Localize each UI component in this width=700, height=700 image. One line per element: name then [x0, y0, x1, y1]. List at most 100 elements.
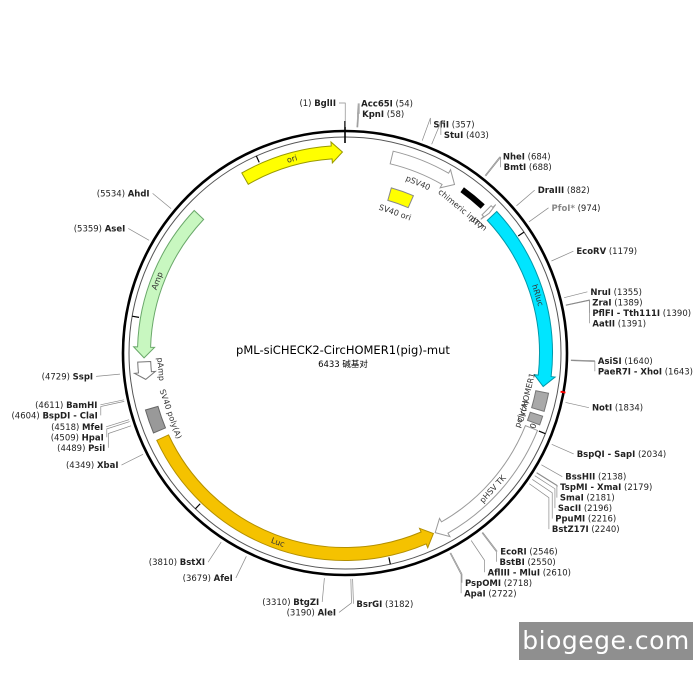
site-label: KpnI (58) — [362, 110, 404, 120]
site-name: HpaI — [82, 433, 104, 443]
site-leader-line — [482, 532, 498, 552]
site-leader-line — [235, 556, 247, 579]
site-leader-line — [570, 360, 596, 372]
site-label: (3679) AfeI — [183, 574, 233, 584]
scale-tick-mark — [255, 155, 260, 163]
feature-pHSV-TK — [434, 424, 539, 538]
scale-tick-mark — [538, 430, 546, 435]
site-name: BmtI — [504, 163, 527, 173]
site-name: AatII — [592, 319, 615, 329]
backbone — [121, 121, 569, 577]
feature-pAmp — [132, 360, 157, 380]
site-name: BamHI — [66, 401, 97, 411]
site-leader-line — [536, 472, 558, 498]
site-name: NheI — [503, 153, 525, 163]
site-label: (4729) SspI — [42, 372, 93, 382]
site-name: PflFI - Tth111I — [592, 309, 660, 319]
feature-pSV40 — [389, 150, 456, 189]
site-label: PspOMI (2718) — [465, 579, 532, 589]
site-leader-line — [470, 540, 485, 573]
site-position: (2034) — [638, 450, 666, 460]
site-position: (2138) — [598, 473, 626, 483]
site-position: (5534) — [97, 189, 125, 199]
site-label: (4349) XbaI — [66, 461, 119, 471]
site-leader-line — [100, 399, 124, 406]
site-label: EcoRV (1179) — [576, 247, 637, 257]
site-position: (4489) — [57, 444, 85, 454]
site-label: ZraI (1389) — [592, 298, 642, 308]
site-name: SspI — [73, 372, 93, 382]
site-position: (3182) — [385, 600, 413, 610]
site-position: (688) — [529, 163, 552, 173]
site-position: (2240) — [591, 525, 619, 535]
site-label: PflFI - Tth111I (1390) — [592, 309, 691, 319]
site-leader-line — [100, 401, 125, 416]
site-name: ApaI — [464, 589, 486, 599]
site-position: (1391) — [618, 319, 646, 329]
feature-SV40-polyA — [144, 405, 167, 434]
site-leader-line — [570, 359, 595, 362]
site-position: (2196) — [584, 504, 612, 514]
feature-label-polyA-1: poly(A) — [513, 399, 531, 429]
site-leader-line — [565, 402, 590, 409]
feature-CircHOMER1 — [531, 390, 550, 412]
feature-Amp — [132, 209, 205, 359]
site-name: AsiSI — [598, 357, 622, 367]
site-label: ApaI (2722) — [464, 589, 517, 599]
site-name: Acc65I — [361, 99, 393, 109]
site-label: Acc65I (54) — [361, 99, 413, 109]
site-position: (403) — [466, 131, 489, 141]
feature-label-pAmp: pAmp — [155, 357, 166, 381]
site-name: PsiI — [88, 444, 105, 454]
site-label: (4509) HpaI — [51, 433, 104, 443]
site-label: NruI (1355) — [590, 288, 642, 298]
site-name: SacII — [558, 504, 581, 514]
site-name: BspQI - SapI — [577, 450, 636, 460]
feature-Luc — [156, 434, 435, 561]
site-label: NotI (1834) — [592, 404, 643, 414]
site-leader-line — [356, 103, 359, 128]
site-position: (1834) — [615, 404, 643, 414]
site-position: (58) — [387, 110, 404, 120]
site-leader-line — [565, 299, 590, 313]
site-label: (4611) BamHI — [35, 401, 97, 411]
site-label: BmtI (688) — [504, 163, 552, 173]
site-position: (2179) — [624, 483, 652, 493]
site-name: BsrGI — [356, 600, 382, 610]
site-position: (54) — [396, 99, 413, 109]
feature-ori — [241, 140, 344, 185]
plasmid-name: pML-siCHECK2-CircHOMER1(pig)-mut — [236, 343, 450, 357]
site-leader-line — [485, 156, 501, 177]
site-label: PpuMI (2216) — [555, 515, 616, 525]
site-label: StuI (403) — [444, 131, 489, 141]
plasmid-length: 6433 碱基对 — [318, 359, 368, 370]
feature-label-SV40-polyA: SV40 poly(A) — [158, 388, 184, 440]
site-leader-line — [450, 552, 463, 583]
site-name: MfeI — [82, 423, 103, 433]
site-name: AfeI — [214, 574, 233, 584]
site-label: (5359) AseI — [74, 224, 126, 234]
site-position: (882) — [567, 186, 590, 196]
site-position: (4729) — [42, 372, 70, 382]
watermark: biogege.com — [519, 622, 693, 660]
site-label: BstZ17I (2240) — [552, 525, 620, 535]
site-leader-line — [352, 578, 354, 604]
site-name: BspDI - ClaI — [42, 411, 97, 421]
site-label: (3190) AleI — [287, 608, 336, 618]
site-position: (1389) — [614, 298, 642, 308]
site-position: (4349) — [66, 461, 94, 471]
site-leader-line — [449, 552, 462, 594]
site-leader-line — [484, 156, 501, 176]
site-name: NotI — [592, 404, 612, 414]
site-label: BspQI - SapI (2034) — [577, 450, 667, 460]
site-name: BglII — [314, 99, 336, 109]
site-label: (3310) BtgZI — [262, 598, 319, 608]
site-label: AatII (1391) — [592, 319, 646, 329]
site-leader-line — [339, 102, 346, 128]
scale-tick-mark — [517, 231, 525, 237]
site-leader-line — [534, 475, 556, 509]
feature-SV40-ori — [387, 187, 415, 209]
site-leader-line — [528, 207, 549, 223]
site-label: (4489) PsiI — [57, 444, 105, 454]
feature-hRluc — [486, 210, 557, 388]
